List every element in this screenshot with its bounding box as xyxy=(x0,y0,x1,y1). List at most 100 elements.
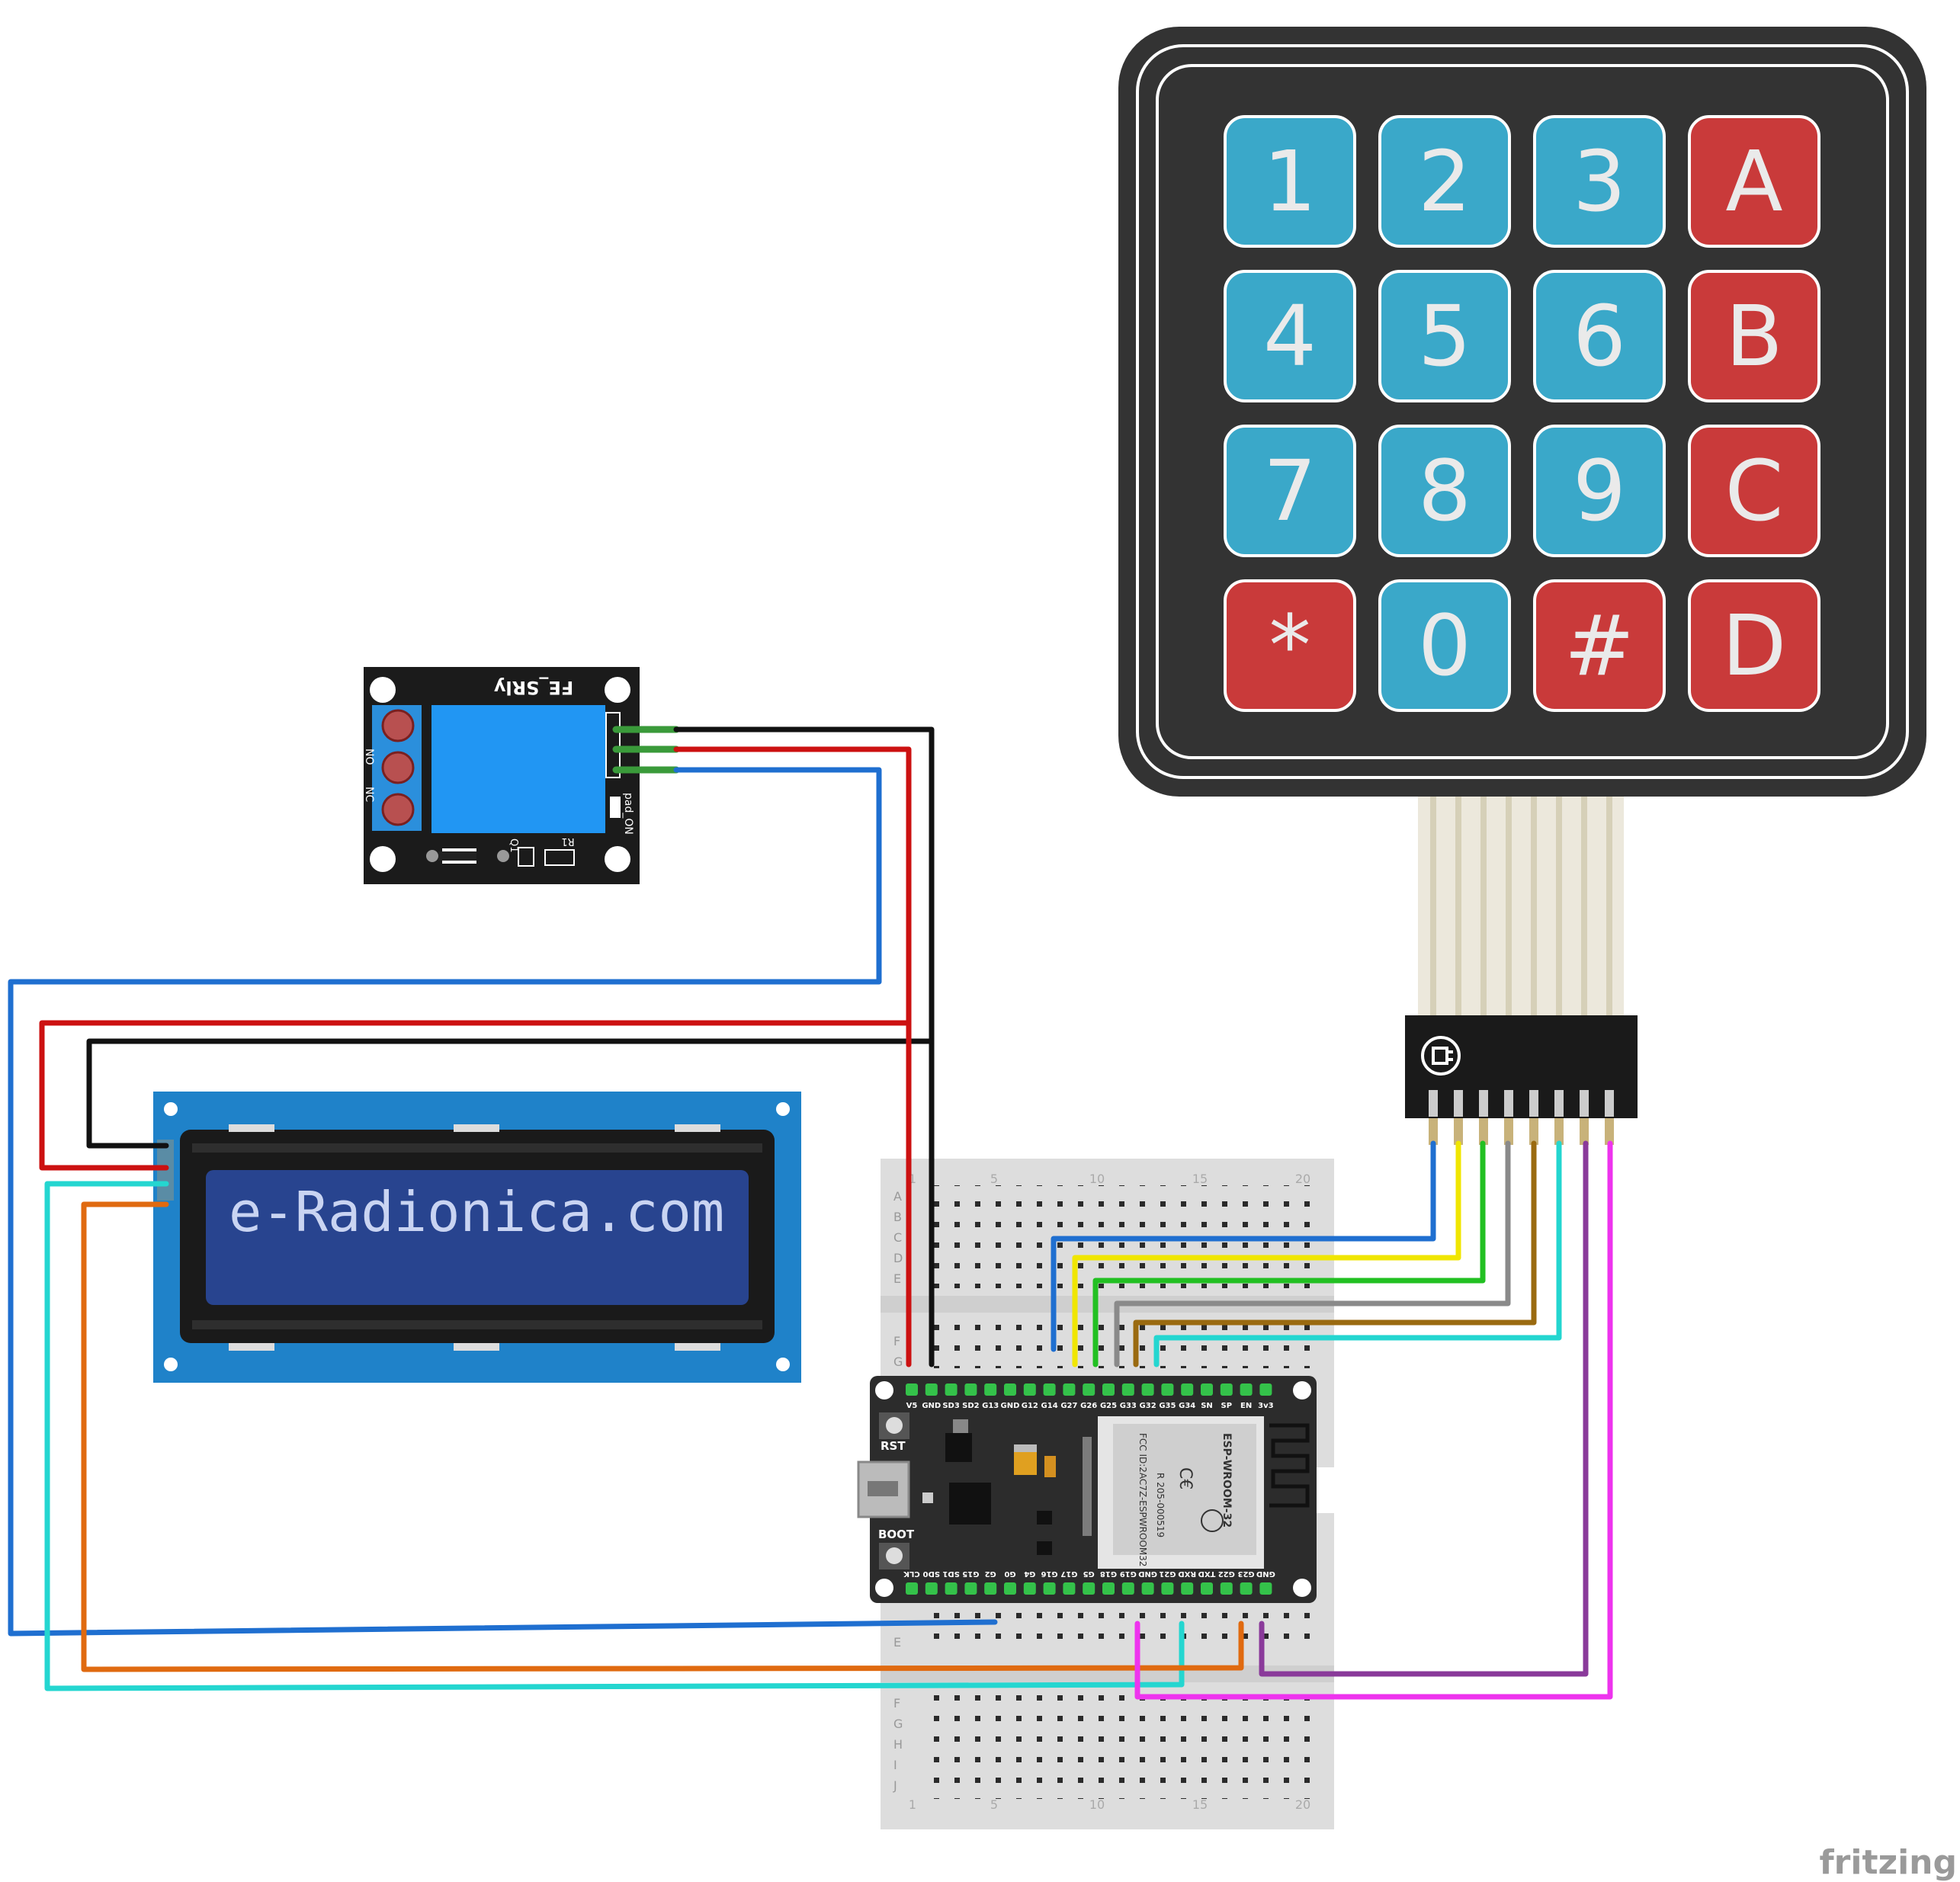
screw-icon xyxy=(381,751,415,784)
wires xyxy=(8,726,1613,1700)
key-C[interactable] xyxy=(1688,425,1820,557)
terminal-label: NO xyxy=(363,749,375,765)
pin[interactable] xyxy=(1023,1582,1036,1595)
key-1[interactable] xyxy=(1224,115,1356,248)
pin[interactable] xyxy=(906,1383,918,1396)
pin[interactable] xyxy=(1201,1383,1213,1396)
pin[interactable] xyxy=(1043,1582,1056,1595)
key-label: C xyxy=(1725,442,1784,540)
key-D[interactable] xyxy=(1688,579,1820,712)
pin[interactable] xyxy=(1240,1582,1253,1595)
pin[interactable] xyxy=(1181,1383,1194,1396)
pin[interactable] xyxy=(1259,1383,1272,1396)
row-label: G xyxy=(893,1717,903,1731)
pin-label: G18 xyxy=(1100,1569,1117,1578)
row-label: H xyxy=(893,1737,903,1752)
key-label: 3 xyxy=(1573,133,1626,230)
pin[interactable] xyxy=(1141,1383,1154,1396)
pin[interactable] xyxy=(1259,1582,1272,1595)
pin[interactable] xyxy=(1240,1383,1253,1396)
pin[interactable] xyxy=(1063,1383,1076,1396)
wire-red-lcd-vcc xyxy=(39,1020,912,1171)
pin[interactable] xyxy=(1201,1582,1213,1595)
pin[interactable] xyxy=(945,1582,958,1595)
pin-label: G26 xyxy=(1080,1402,1097,1410)
wire-keypad-8-magenta xyxy=(1134,1140,1613,1700)
pin[interactable] xyxy=(1004,1383,1016,1396)
key-3[interactable] xyxy=(1533,115,1666,248)
wire-keypad-6-cyan xyxy=(1153,1140,1562,1367)
pin[interactable] xyxy=(1043,1383,1056,1396)
wire-black-lcd-gnd xyxy=(86,1038,935,1149)
pin[interactable] xyxy=(964,1383,977,1396)
key-A[interactable] xyxy=(1688,115,1820,248)
pin[interactable] xyxy=(945,1383,958,1396)
pin[interactable] xyxy=(1141,1582,1154,1595)
pin[interactable] xyxy=(1220,1383,1233,1396)
pin[interactable] xyxy=(1004,1582,1016,1595)
wire-keypad-4-gray xyxy=(1114,1140,1511,1367)
pin[interactable] xyxy=(1083,1582,1095,1595)
pin-label: RXD xyxy=(1178,1569,1196,1578)
key-9[interactable] xyxy=(1533,425,1666,557)
pin[interactable] xyxy=(1121,1383,1134,1396)
pin-label: G21 xyxy=(1159,1569,1176,1578)
key-8[interactable] xyxy=(1378,425,1511,557)
boot-button[interactable] xyxy=(886,1547,903,1564)
wire-keypad-5-brown xyxy=(1133,1140,1537,1367)
pin[interactable] xyxy=(1023,1383,1036,1396)
key-star[interactable] xyxy=(1224,579,1356,712)
wire-keypad-2-yellow xyxy=(1072,1140,1461,1367)
pin[interactable] xyxy=(1161,1582,1174,1595)
key-0[interactable] xyxy=(1378,579,1511,712)
mount-hole xyxy=(875,1579,893,1597)
pin[interactable] xyxy=(906,1582,918,1595)
rst-button[interactable] xyxy=(886,1417,903,1434)
key-B[interactable] xyxy=(1688,270,1820,402)
pin[interactable] xyxy=(1063,1582,1076,1595)
key-label: 2 xyxy=(1418,133,1471,230)
module-name: ESP-WROOM-32 xyxy=(1221,1433,1233,1528)
pin[interactable] xyxy=(1161,1383,1174,1396)
key-hash[interactable] xyxy=(1533,579,1666,712)
key-2[interactable] xyxy=(1378,115,1511,248)
ce-mark-icon: C€ xyxy=(1176,1467,1195,1489)
pin[interactable] xyxy=(1102,1383,1115,1396)
pin[interactable] xyxy=(1102,1582,1115,1595)
usb-uart-chip xyxy=(949,1483,991,1525)
row-label: G xyxy=(893,1355,903,1369)
mount-hole xyxy=(776,1358,790,1371)
row-label: B xyxy=(893,1210,902,1224)
mount-hole xyxy=(1293,1381,1311,1399)
pin[interactable] xyxy=(1083,1383,1095,1396)
key-label: # xyxy=(1564,597,1634,694)
wire-keypad-7-purple xyxy=(1259,1140,1589,1677)
svg-text:Q1: Q1 xyxy=(508,838,519,853)
pin[interactable] xyxy=(984,1383,997,1396)
pin[interactable] xyxy=(1181,1582,1194,1595)
pin-label: GND xyxy=(1256,1569,1275,1578)
column-label: 10 xyxy=(1089,1797,1105,1812)
row-label: E xyxy=(893,1271,901,1286)
key-4[interactable] xyxy=(1224,270,1356,402)
pin-label: TXD xyxy=(1198,1569,1216,1578)
key-6[interactable] xyxy=(1533,270,1666,402)
pin[interactable] xyxy=(1220,1582,1233,1595)
antenna-trace xyxy=(1269,1423,1310,1508)
lcd-screen xyxy=(206,1170,749,1305)
pin[interactable] xyxy=(925,1383,938,1396)
pin[interactable] xyxy=(1121,1582,1134,1595)
pin[interactable] xyxy=(964,1582,977,1595)
key-5[interactable] xyxy=(1378,270,1511,402)
key-label: 0 xyxy=(1418,597,1471,694)
indicator-label: pad_ON xyxy=(622,793,634,835)
key-7[interactable] xyxy=(1224,425,1356,557)
mount-hole xyxy=(370,677,396,703)
pin[interactable] xyxy=(925,1582,938,1595)
pin[interactable] xyxy=(984,1582,997,1595)
